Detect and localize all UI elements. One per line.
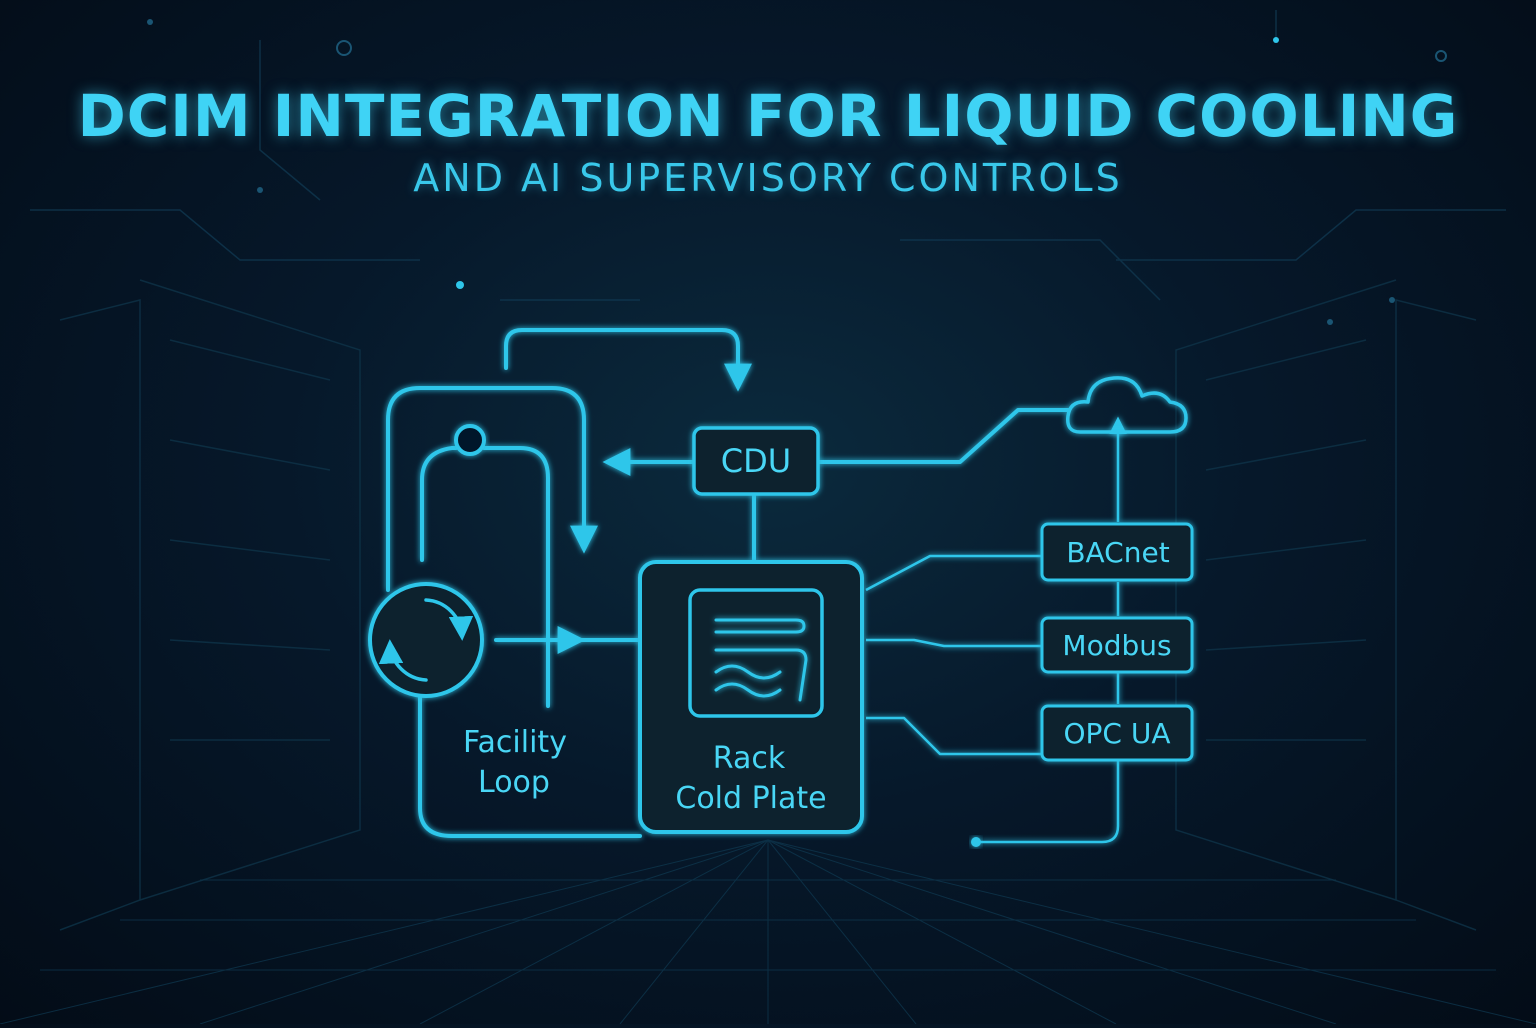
flow-lines <box>386 328 1070 838</box>
protocol-boxes <box>1040 522 1194 762</box>
rack-to-modbus-link <box>866 638 1042 648</box>
right-server-racks <box>1175 279 1477 931</box>
bus-endpoint-node <box>971 837 981 847</box>
cloud-upload-icon <box>1066 376 1188 434</box>
cold-plate-icon <box>714 618 808 702</box>
rack-to-opcua-link <box>866 716 1042 756</box>
bacnet-box <box>1040 522 1194 582</box>
protocol-bacnet-label: BACnet <box>1066 536 1169 569</box>
top-pipe-to-cdu <box>504 328 752 392</box>
modbus-box <box>1040 616 1194 674</box>
background-circuit-traces <box>30 10 1506 301</box>
protocol-links <box>865 416 1127 844</box>
bus-vertical-3 <box>980 760 1120 844</box>
inner-loop-pipe <box>420 446 458 562</box>
rack-label-line2: Cold Plate <box>675 781 826 816</box>
facility-loop-pipe <box>386 386 598 592</box>
cdu-label: CDU <box>721 442 791 480</box>
rack-cold-plate-block <box>638 560 864 834</box>
opcua-box <box>1040 704 1194 762</box>
facility-loop-label-line1: Facility <box>463 725 567 760</box>
rack-to-bacnet-link <box>865 554 1042 592</box>
left-server-racks <box>59 279 361 931</box>
cdu-block <box>692 426 820 496</box>
pump-icon <box>368 582 484 698</box>
sensor-icon <box>454 424 486 456</box>
protocol-opcua-label: OPC UA <box>1063 717 1170 750</box>
inner-loop-pipe-2 <box>482 446 550 708</box>
background-nodes <box>147 19 1447 325</box>
cdu-to-cloud-pipe <box>816 408 1070 464</box>
floor-grid <box>0 839 1536 1025</box>
protocol-modbus-label: Modbus <box>1062 629 1171 662</box>
page-title: DCIM INTEGRATION FOR LIQUID COOLING <box>77 82 1459 150</box>
rack-label-line1: Rack <box>713 741 786 776</box>
facility-return-pipe <box>418 688 642 838</box>
page-subtitle: AND AI SUPERVISORY CONTROLS <box>413 156 1123 200</box>
facility-loop-label-line2: Loop <box>478 765 550 800</box>
